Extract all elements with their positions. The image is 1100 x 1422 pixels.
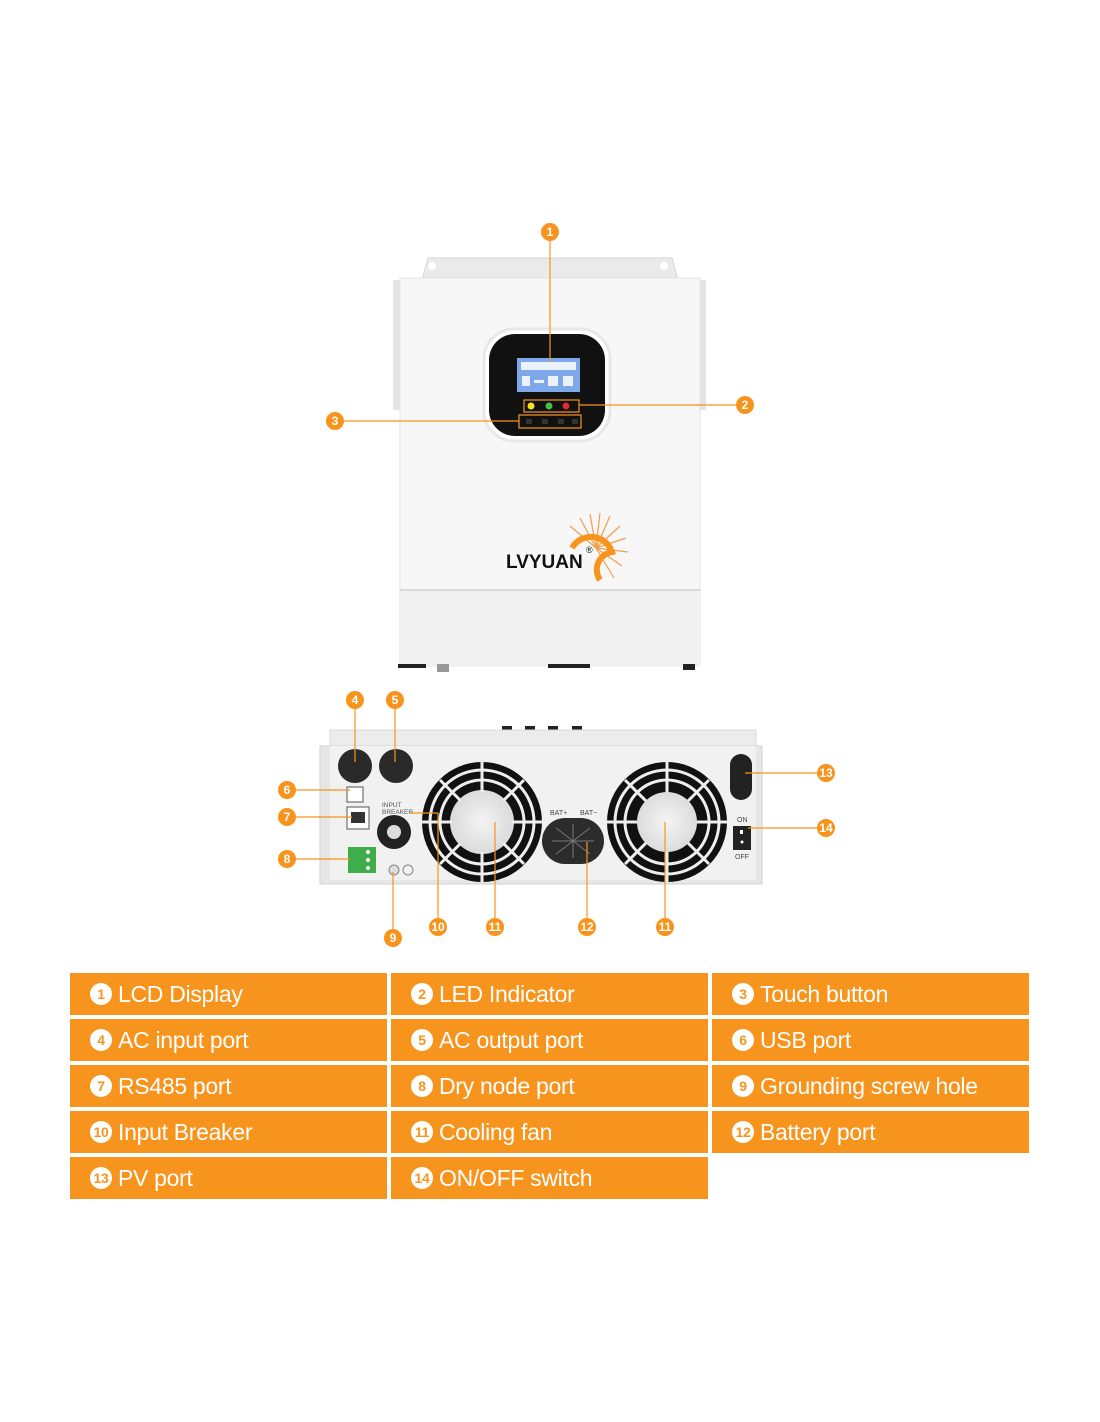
parts-legend: 1 LCD Display 2 LED Indicator 3 Touch butto… (70, 973, 1030, 1199)
legend-label: PV port (118, 1164, 193, 1191)
callout-13: 13 (817, 764, 835, 782)
legend-label: LCD Display (118, 980, 243, 1007)
callout-1: 1 (541, 223, 559, 241)
callout-4: 4 (346, 691, 364, 709)
rs485-port (351, 812, 365, 823)
svg-text:2: 2 (742, 398, 749, 412)
on-off-switch (733, 826, 751, 850)
dry-node-port (348, 847, 376, 873)
legend-label: Touch button (760, 980, 889, 1007)
svg-text:11: 11 (489, 920, 502, 934)
led-red (562, 402, 570, 410)
svg-text:7: 7 (284, 810, 291, 824)
svg-text:6: 6 (284, 783, 291, 797)
usb-port (346, 786, 364, 803)
callout-2: 2 (736, 396, 754, 414)
svg-text:ON: ON (737, 817, 748, 824)
svg-text:9: 9 (390, 931, 397, 945)
svg-text:8: 8 (284, 852, 291, 866)
pv-port (730, 754, 752, 800)
legend-item: 1 LCD Display (70, 973, 387, 1015)
leader-lines (295, 240, 818, 930)
legend-item: 2 LED Indicator (391, 973, 708, 1015)
legend-number: 13 (90, 1167, 112, 1189)
legend-item: 4 AC input port (70, 1019, 387, 1061)
svg-text:OFF: OFF (735, 854, 749, 861)
legend-label: Battery port (760, 1118, 876, 1145)
legend-number: 5 (411, 1029, 433, 1051)
legend-label: RS485 port (118, 1072, 232, 1099)
callout-9: 9 (384, 929, 402, 947)
legend-number: 12 (732, 1121, 754, 1143)
led-yellow (527, 402, 535, 410)
legend-item: 14 ON/OFF switch (391, 1157, 708, 1199)
callout-7: 7 (278, 808, 296, 826)
callout-8: 8 (278, 850, 296, 868)
legend-label: Input Breaker (118, 1118, 253, 1145)
cooling-fan-left (422, 762, 542, 882)
callout-11-right: 11 (656, 918, 674, 936)
legend-item: 11 Cooling fan (391, 1111, 708, 1153)
legend-item: 6 USB port (712, 1019, 1029, 1061)
svg-text:10: 10 (431, 920, 445, 934)
callout-5: 5 (386, 691, 404, 709)
callout-6: 6 (278, 781, 296, 799)
legend-label: LED Indicator (439, 980, 575, 1007)
legend-number: 6 (732, 1029, 754, 1051)
svg-text:BAT−: BAT− (580, 810, 597, 817)
led-green (545, 402, 553, 410)
legend-label: AC input port (118, 1026, 249, 1053)
svg-text:INPUT: INPUT (382, 802, 402, 809)
legend-item: 10 Input Breaker (70, 1111, 387, 1153)
legend-item: 13 PV port (70, 1157, 387, 1199)
callout-3: 3 (326, 412, 344, 430)
legend-item: 12 Battery port (712, 1111, 1029, 1153)
product-diagram: LVYUAN ® INPUT BREAKER (278, 223, 835, 947)
legend-number: 14 (411, 1167, 433, 1189)
callout-10: 10 (429, 918, 447, 936)
legend-label: USB port (760, 1026, 851, 1053)
legend-number: 7 (90, 1075, 112, 1097)
svg-text:4: 4 (352, 693, 359, 707)
legend-number: 3 (732, 983, 754, 1005)
ac-input-port (338, 749, 372, 783)
svg-text:3: 3 (332, 414, 339, 428)
legend-number: 10 (90, 1121, 112, 1143)
callout-11-left: 11 (486, 918, 504, 936)
legend-label: Grounding screw hole (760, 1072, 978, 1099)
legend-item: 9 Grounding screw hole (712, 1065, 1029, 1107)
legend-number: 8 (411, 1075, 433, 1097)
grounding-screw (388, 864, 400, 876)
battery-port: BAT+ BAT− (542, 810, 604, 864)
legend-item: 5 AC output port (391, 1019, 708, 1061)
legend-label: AC output port (439, 1026, 584, 1053)
legend-label: Cooling fan (439, 1118, 553, 1145)
legend-number: 2 (411, 983, 433, 1005)
inverter-rear: INPUT BREAKER BAT+ BAT− ON OFF (319, 726, 763, 885)
callout-14: 14 (817, 819, 835, 837)
cooling-fan-right (607, 762, 727, 882)
legend-label: Dry node port (439, 1072, 575, 1099)
legend-number: 4 (90, 1029, 112, 1051)
lvyuan-logo: LVYUAN ® (506, 512, 629, 582)
svg-text:5: 5 (392, 693, 399, 707)
svg-text:1: 1 (547, 225, 554, 239)
svg-text:11: 11 (659, 920, 672, 934)
legend-item: 3 Touch button (712, 973, 1029, 1015)
legend-label: ON/OFF switch (439, 1164, 593, 1191)
svg-text:13: 13 (819, 766, 833, 780)
svg-text:BREAKER: BREAKER (382, 809, 413, 816)
svg-text:BAT+: BAT+ (550, 810, 567, 817)
callout-12: 12 (578, 918, 596, 936)
legend-number: 1 (90, 983, 112, 1005)
ac-output-port (379, 749, 413, 783)
svg-text:®: ® (586, 545, 593, 555)
svg-text:12: 12 (580, 920, 594, 934)
svg-text:LVYUAN: LVYUAN (506, 552, 583, 573)
legend-number: 9 (732, 1075, 754, 1097)
legend-item: 8 Dry node port (391, 1065, 708, 1107)
legend-item: 7 RS485 port (70, 1065, 387, 1107)
legend-number: 11 (411, 1121, 433, 1143)
svg-text:14: 14 (819, 821, 833, 835)
